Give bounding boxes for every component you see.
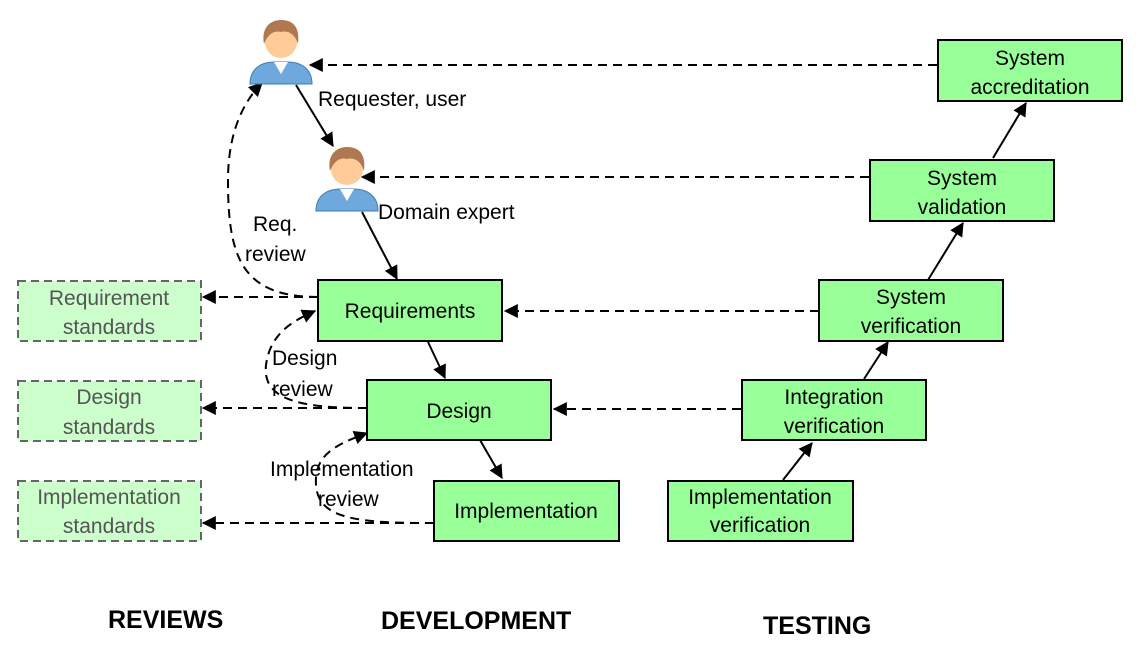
- arrow-implverif-to-integverif: [782, 442, 813, 481]
- system-validation-line1: System: [927, 167, 997, 190]
- domain-expert-label: Domain expert: [378, 201, 515, 224]
- design-standards-line2: standards: [63, 416, 155, 439]
- curve-design-review: [264, 309, 368, 409]
- arrow-integverif-to-sysverif: [863, 341, 889, 380]
- implementation-standards-line1: Implementation: [37, 486, 181, 509]
- arrow-design-to-implementation: [479, 439, 503, 480]
- req-review-line2: review: [245, 243, 307, 266]
- system-verification-line1: System: [876, 286, 946, 309]
- system-accreditation-line2: accreditation: [970, 76, 1089, 99]
- arrow-requester-to-domain-expert: [295, 84, 334, 147]
- system-validation-line2: validation: [918, 196, 1007, 219]
- implementation-verification-line1: Implementation: [688, 486, 832, 509]
- requester-label: Requester, user: [318, 88, 466, 111]
- system-accreditation-line1: System: [995, 47, 1065, 70]
- reviews-column-heading: REVIEWS: [108, 606, 223, 634]
- integration-verification-line1: Integration: [784, 386, 883, 409]
- implementation-standards-box[interactable]: Implementation standards: [17, 480, 202, 542]
- arrow-sysverif-to-sysvalid: [927, 222, 964, 281]
- implementation-review-line1: Implementation: [270, 458, 414, 481]
- requirement-standards-box[interactable]: Requirement standards: [17, 280, 202, 342]
- req-review-line1: Req.: [253, 213, 297, 236]
- system-verification-box[interactable]: System verification: [818, 279, 1004, 342]
- domain-expert-person-icon: [315, 147, 379, 212]
- implementation-verification-line2: verification: [710, 514, 810, 537]
- system-validation-box[interactable]: System validation: [869, 159, 1055, 222]
- design-label: Design: [426, 400, 491, 423]
- design-review-line1: Design: [272, 347, 337, 370]
- integration-verification-line2: verification: [784, 415, 884, 438]
- system-accreditation-box[interactable]: System accreditation: [937, 39, 1123, 102]
- testing-column-heading: TESTING: [763, 612, 871, 640]
- curve-requirements-review: [226, 82, 319, 298]
- implementation-box[interactable]: Implementation: [433, 480, 620, 542]
- requester-person-icon: [249, 20, 313, 85]
- requirements-label: Requirements: [345, 300, 476, 323]
- connectors: [201, 58, 1027, 530]
- integration-verification-box[interactable]: Integration verification: [741, 379, 927, 441]
- arrow-domain-expert-to-requirements: [361, 211, 398, 281]
- design-standards-box[interactable]: Design standards: [17, 380, 202, 442]
- arrow-requirements-to-design: [427, 341, 446, 380]
- requirement-standards-line2: standards: [63, 316, 155, 339]
- arrow-sysvalid-to-sysaccred: [992, 101, 1027, 159]
- implementation-standards-line2: standards: [63, 515, 155, 538]
- curve-implementation-review: [314, 430, 435, 524]
- implementation-review-line2: review: [318, 488, 380, 511]
- design-standards-line1: Design: [76, 386, 141, 409]
- development-column-heading: DEVELOPMENT: [381, 607, 571, 635]
- implementation-label: Implementation: [454, 500, 598, 523]
- implementation-verification-box[interactable]: Implementation verification: [667, 480, 854, 542]
- requirement-standards-line1: Requirement: [49, 287, 169, 310]
- design-review-line2: review: [272, 378, 334, 401]
- requirements-box[interactable]: Requirements: [317, 279, 503, 342]
- system-verification-line2: verification: [861, 315, 961, 338]
- design-box[interactable]: Design: [366, 379, 552, 441]
